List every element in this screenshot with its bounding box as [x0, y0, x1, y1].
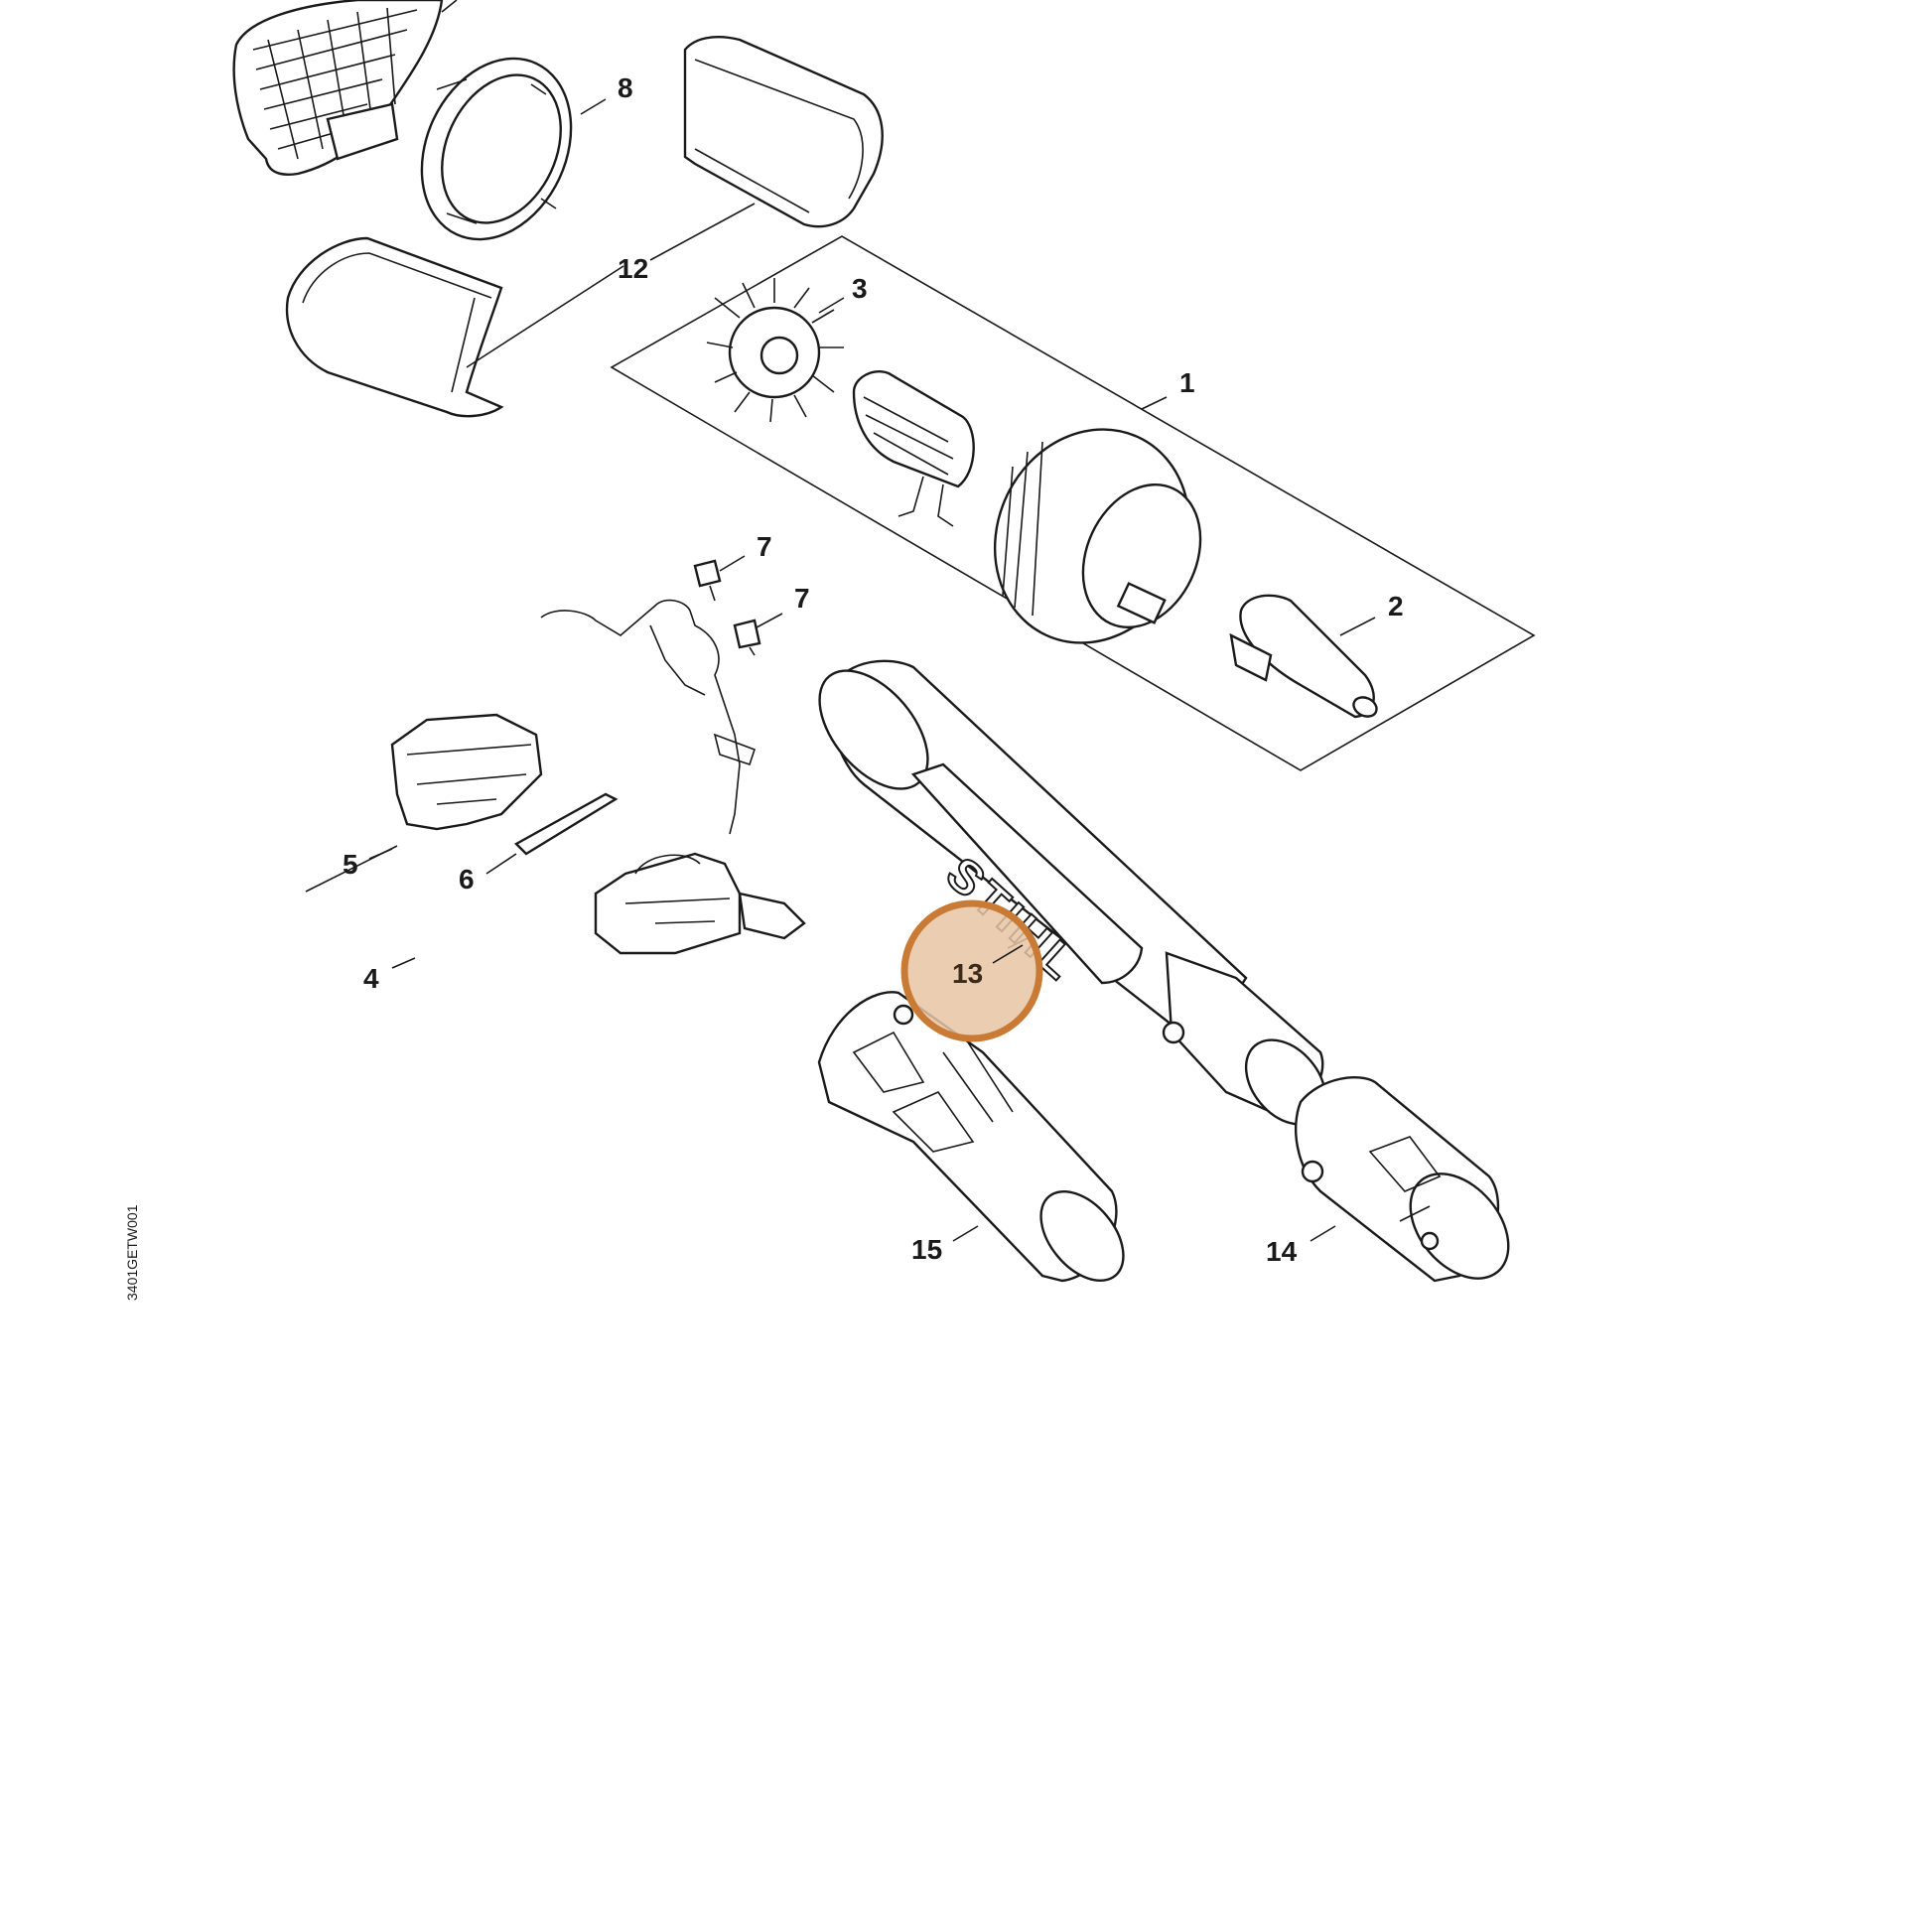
callout-14: 14: [1266, 1236, 1298, 1267]
callout-5: 5: [343, 849, 358, 880]
callout-12: 12: [618, 253, 648, 284]
panel-part-12-lower: [285, 236, 504, 418]
nozzle-part-2: [1229, 594, 1378, 719]
callout-7-lower: 7: [794, 583, 810, 614]
electronics-module: [594, 852, 806, 955]
lever-part-6: [514, 792, 619, 856]
motor-stator: [852, 370, 975, 527]
ring-part-8: [420, 57, 573, 241]
switch-housing-part-5: [390, 713, 543, 831]
callout-7-upper: 7: [757, 531, 772, 562]
callout-13: 13: [952, 958, 983, 989]
callout-labels: 8 12 3 1 2 7 7 5 6 4 15 14: [343, 72, 1404, 1267]
highlight-circle[interactable]: [900, 899, 1043, 1042]
wiring-harness: [540, 559, 761, 835]
nozzle-part-14: [1295, 1075, 1510, 1283]
callout-15: 15: [911, 1234, 942, 1265]
drawing-code: 3401GETW001: [124, 1204, 140, 1301]
callout-8: 8: [618, 72, 633, 103]
callout-4: 4: [363, 963, 379, 994]
callout-6: 6: [459, 864, 475, 895]
panel-part-12-upper: [683, 36, 884, 228]
callout-3: 3: [852, 273, 868, 304]
grille-housing: [232, 0, 444, 176]
highlight-callout-13[interactable]: 13: [900, 899, 1043, 1042]
callout-2: 2: [1388, 591, 1404, 621]
nozzle-part-15: [817, 991, 1125, 1283]
motor-housing: [993, 428, 1202, 644]
fan-part-3: [706, 278, 844, 423]
callout-1: 1: [1179, 367, 1195, 398]
